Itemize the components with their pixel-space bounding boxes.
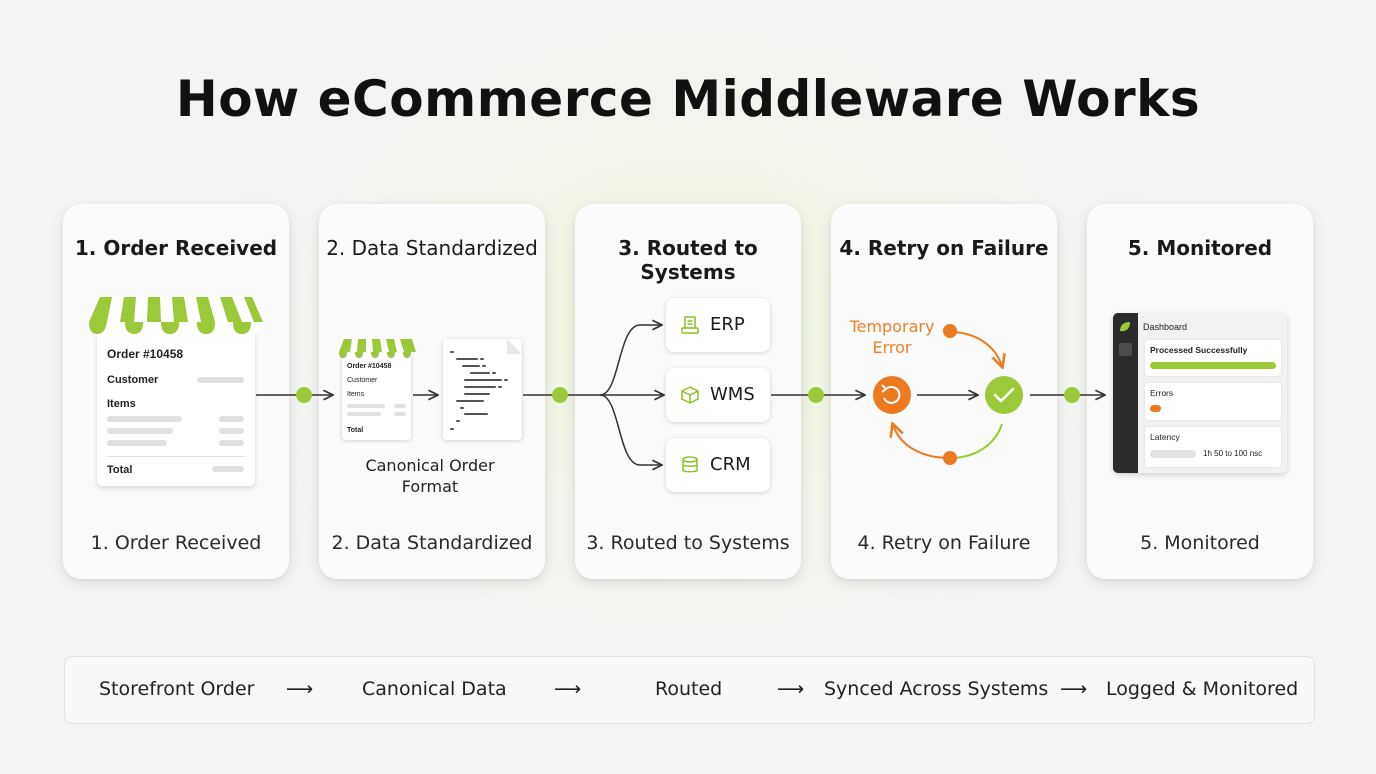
- system-wms: WMS: [666, 368, 770, 422]
- arrow-right-icon: ⟶: [1060, 678, 1088, 700]
- errors-panel: Errors: [1145, 383, 1281, 420]
- latency-bar: [1150, 450, 1196, 458]
- canonical-format-caption: Canonical Order Format: [365, 456, 495, 496]
- processed-label: Processed Successfully: [1150, 345, 1248, 355]
- placeholder-bar: [212, 466, 244, 472]
- dashboard-header: Dashboard: [1143, 322, 1188, 332]
- placeholder-bar: [197, 377, 244, 383]
- items-label: Items: [107, 398, 136, 410]
- step-title: 2. Data Standardized: [326, 236, 538, 260]
- summary-step: Logged & Monitored: [1106, 678, 1299, 700]
- step-footer: 3. Routed to Systems: [586, 532, 790, 554]
- placeholder-bar: [394, 404, 406, 408]
- step-title: 1. Order Received: [74, 236, 278, 260]
- nav-icon: [1119, 343, 1132, 356]
- monitoring-dashboard: Dashboard Processed Successfully Errors …: [1113, 313, 1287, 473]
- mini-order-receipt: Order #10458 Customer Items Total: [342, 352, 411, 440]
- summary-step: Storefront Order: [99, 678, 255, 700]
- json-document-icon: [443, 339, 522, 440]
- step-footer: 2. Data Standardized: [331, 532, 533, 554]
- processed-bar: [1150, 362, 1276, 369]
- placeholder-bar: [219, 428, 244, 434]
- processed-panel: Processed Successfully: [1145, 340, 1281, 376]
- arrow-right-icon: ⟶: [777, 678, 805, 700]
- dashboard-sidebar: [1113, 313, 1138, 473]
- placeholder-bar: [107, 416, 182, 422]
- leaf-logo-icon: [1120, 322, 1130, 332]
- placeholder-bar: [219, 416, 244, 422]
- divider: [107, 456, 245, 457]
- order-number: Order #10458: [107, 347, 184, 361]
- box-icon: [681, 386, 699, 404]
- placeholder-bar: [107, 440, 167, 446]
- placeholder-bar: [107, 428, 173, 434]
- step-card-retry-on-failure: 4. Retry on Failure 4. Retry on Failure: [831, 204, 1057, 579]
- placeholder-bar: [347, 412, 381, 416]
- latency-value: 1h 50 to 100 nsc: [1203, 449, 1263, 458]
- placeholder-bar: [394, 412, 406, 416]
- system-erp: ERP: [666, 298, 770, 352]
- page-title: How eCommerce Middleware Works: [175, 70, 1201, 128]
- total-label: Total: [107, 464, 133, 476]
- arrow-right-icon: ⟶: [286, 678, 314, 700]
- mini-total-label: Total: [347, 427, 364, 434]
- latency-label: Latency: [1150, 432, 1180, 442]
- mini-items-label: Items: [347, 391, 365, 398]
- temporary-error-label: Temporary Error: [849, 317, 935, 357]
- summary-flow-bar: [64, 656, 1315, 724]
- customer-label: Customer: [107, 374, 159, 386]
- system-label: CRM: [710, 454, 751, 475]
- summary-step: Routed: [655, 678, 723, 700]
- errors-label: Errors: [1150, 388, 1174, 398]
- mini-order-number: Order #10458: [347, 363, 392, 370]
- order-receipt: Order #10458 Customer Items Total: [97, 330, 255, 486]
- system-label: WMS: [710, 384, 755, 405]
- placeholder-bar: [347, 404, 385, 408]
- step-footer: 5. Monitored: [1140, 532, 1260, 554]
- step-title: 5. Monitored: [1127, 236, 1273, 260]
- system-label: ERP: [710, 314, 745, 335]
- placeholder-bar: [219, 440, 244, 446]
- system-crm: CRM: [666, 438, 770, 492]
- step-footer: 1. Order Received: [90, 532, 262, 554]
- latency-panel: Latency 1h 50 to 100 nsc: [1145, 427, 1281, 467]
- summary-step: Synced Across Systems: [824, 678, 1049, 700]
- step-footer: 4. Retry on Failure: [857, 532, 1031, 554]
- mini-customer-label: Customer: [347, 377, 378, 384]
- step-title: 4. Retry on Failure: [839, 236, 1049, 260]
- database-icon: [682, 456, 698, 473]
- receipt-printer-icon: [681, 316, 699, 334]
- errors-indicator: [1150, 405, 1161, 412]
- step-title: 3. Routed to Systems: [618, 236, 758, 284]
- arrow-right-icon: ⟶: [554, 678, 582, 700]
- summary-step: Canonical Data: [362, 678, 507, 700]
